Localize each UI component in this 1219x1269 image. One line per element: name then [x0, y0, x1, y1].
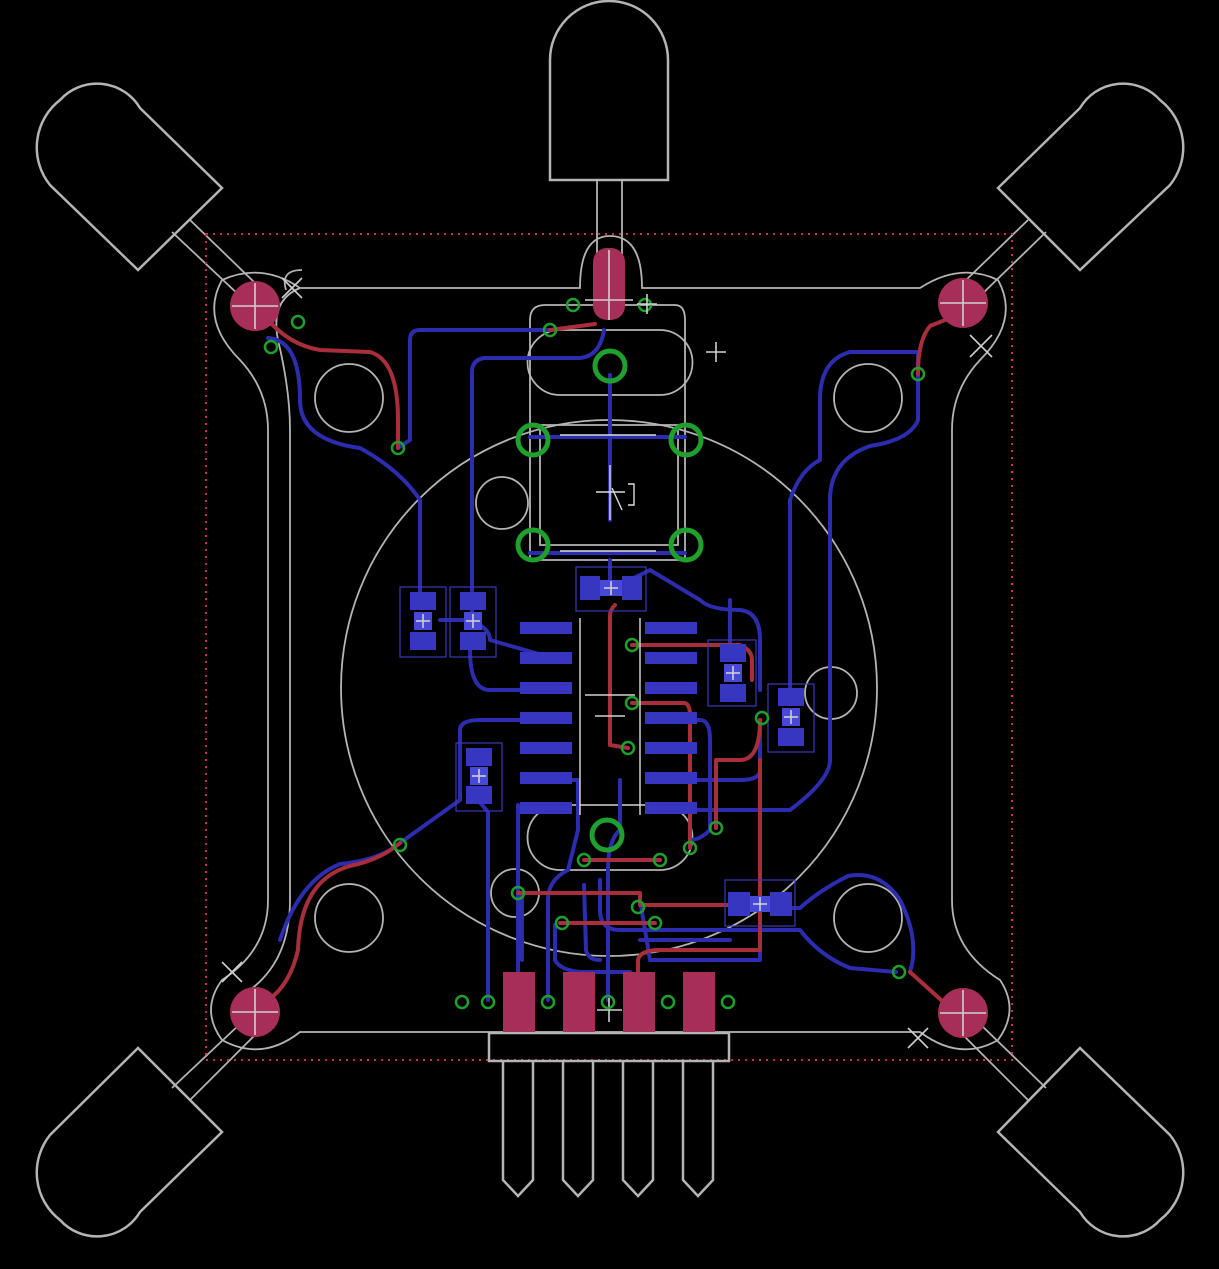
prop-top-shaft [596, 180, 623, 262]
vias [263, 297, 926, 1010]
c5 [767, 683, 815, 753]
bottom-copper-traces [266, 328, 920, 1002]
prop-top [548, 0, 670, 182]
c1 [399, 586, 447, 658]
c6 [455, 742, 503, 812]
header-pads [503, 972, 715, 1032]
c7 [724, 879, 796, 927]
mounting-holes [314, 363, 903, 953]
c4 [707, 639, 757, 707]
c2 [449, 586, 497, 658]
motor-pads [230, 248, 988, 1038]
ic-soic14 [520, 618, 697, 815]
prop-bottom-right [996, 1046, 1185, 1238]
header-connector-outline [487, 1031, 731, 1198]
smd-components [399, 566, 815, 927]
thru-hole-pads [515, 348, 704, 853]
drill-mark-icon [221, 277, 993, 1049]
prop-top-right [996, 82, 1185, 272]
dimension-rectangle [205, 233, 1013, 1061]
prop-bottom-left [35, 1046, 224, 1238]
origin-cross-icon [637, 294, 726, 362]
propeller-outlines [35, 0, 1185, 1238]
switch-symbol [560, 434, 656, 552]
c3 [575, 566, 647, 612]
prop-top-left [35, 82, 224, 272]
